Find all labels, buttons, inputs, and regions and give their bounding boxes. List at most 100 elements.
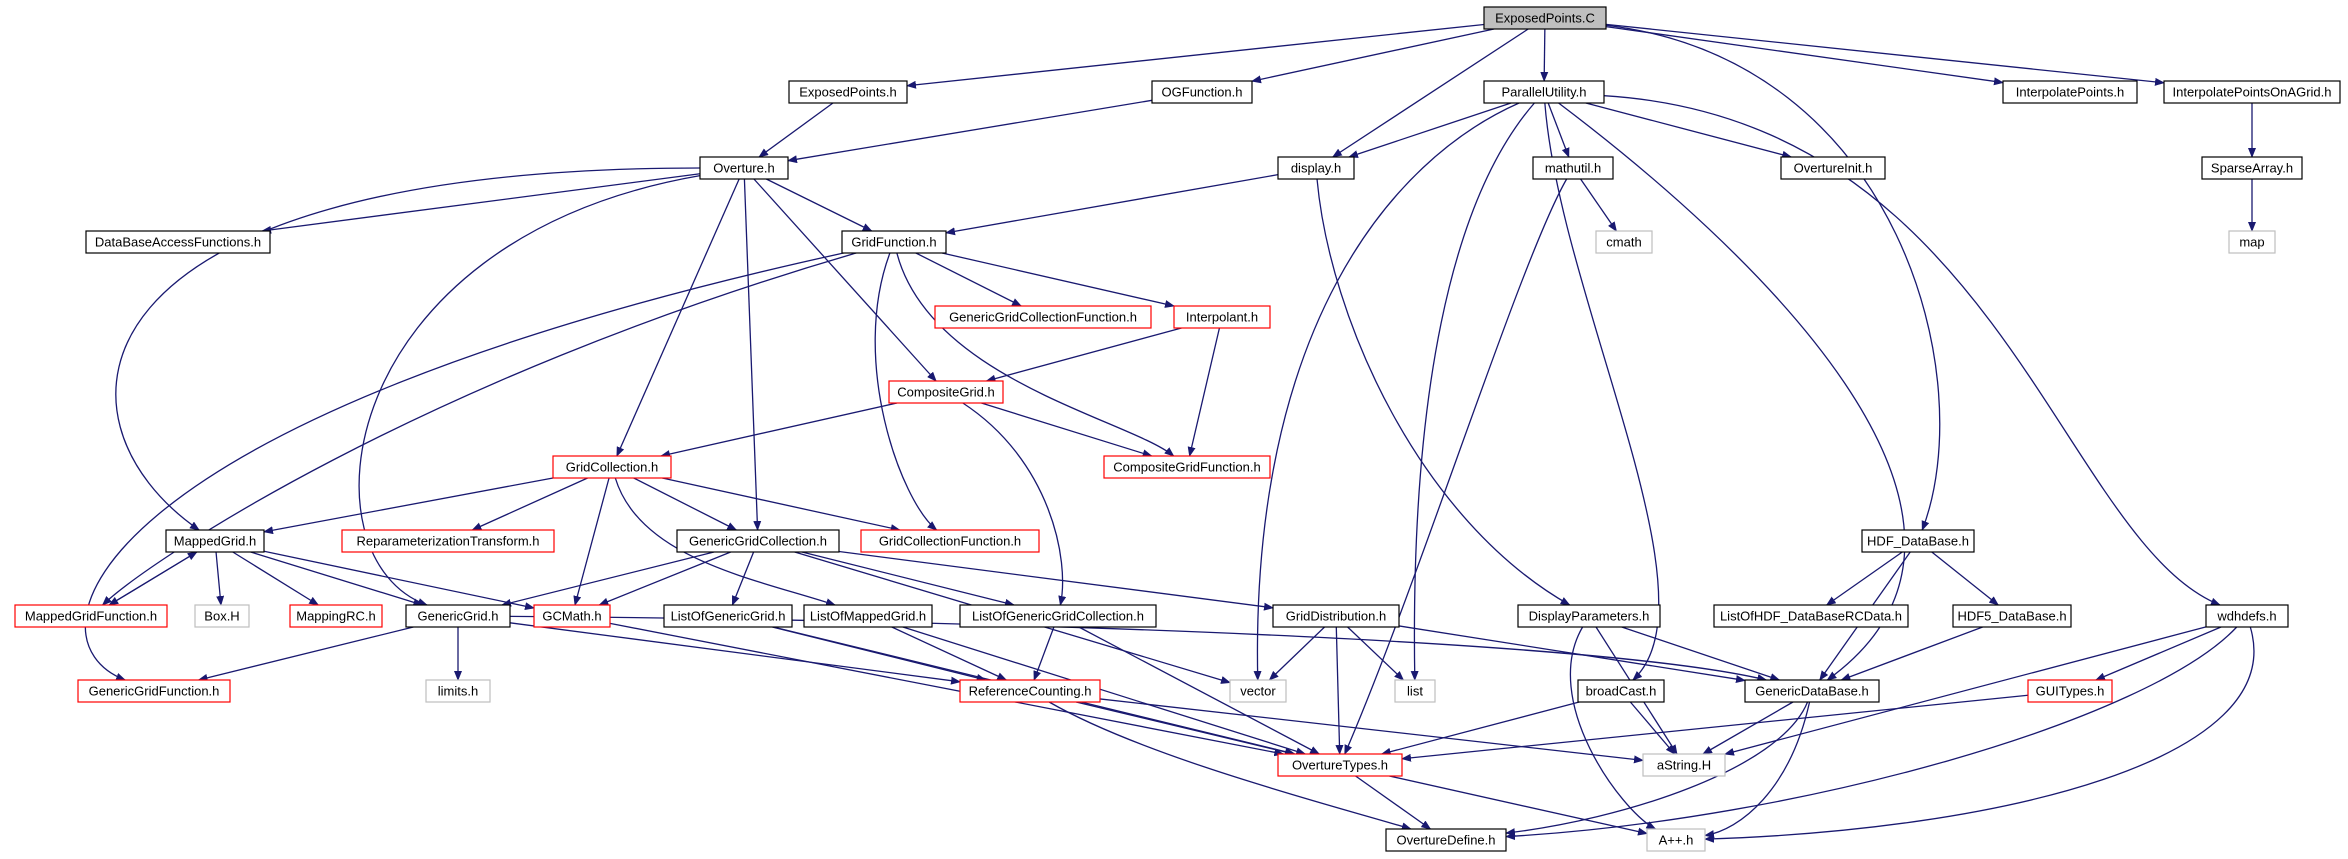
node-box [552, 455, 672, 479]
node-label: ParallelUtility.h [1501, 85, 1586, 100]
node-databaseaccessfunctions-h[interactable]: DataBaseAccessFunctions.h [85, 230, 271, 254]
node-displayparameters-h[interactable]: DisplayParameters.h [1517, 604, 1661, 628]
node-box [14, 604, 168, 628]
edge-wdhdefs-h-to-overturedefine-h [1505, 626, 2238, 841]
node-listofgenericgrid-h[interactable]: ListOfGenericGrid.h [663, 604, 793, 628]
node-map[interactable]: map [2228, 230, 2276, 254]
node-guitypes-h[interactable]: GUITypes.h [2027, 679, 2113, 703]
node-box [934, 305, 1152, 329]
node-listofgenericgridcollection-h[interactable]: ListOfGenericGridCollection.h [959, 604, 1157, 628]
node-mathutil-h[interactable]: mathutil.h [1532, 156, 1614, 180]
edge-gridcollection-h-to-listofmappedgrid-h [614, 477, 836, 606]
node-exposedpoints-c[interactable]: ExposedPoints.C [1483, 6, 1607, 30]
node-cmath[interactable]: cmath [1595, 230, 1653, 254]
node-list[interactable]: list [1394, 679, 1436, 703]
node-gcmath-h[interactable]: GCMath.h [533, 604, 611, 628]
edge-parallelutility-h-to-overtureinit-h [1585, 102, 1793, 159]
edge-parallelutility-h-to-broadcast-h [1544, 102, 1660, 681]
node-overtureinit-h[interactable]: OvertureInit.h [1780, 156, 1886, 180]
edge-wdhdefs-h-to-astring-h [1724, 626, 2207, 756]
node-genericgrid-h[interactable]: GenericGrid.h [405, 604, 511, 628]
node-compositegridfunction-h[interactable]: CompositeGridFunction.h [1103, 455, 1271, 479]
node-genericdatabase-h[interactable]: GenericDataBase.h [1744, 679, 1880, 703]
node-box [533, 604, 611, 628]
node-label: limits.h [438, 684, 478, 699]
edge-gridcollection-h-to-reparameterizationtransform-h [471, 477, 588, 531]
node-label: A++.h [1659, 833, 1694, 848]
node-box [1277, 753, 1403, 777]
edge-listofgenericgridcollection-h-to-overturetypes-h [1078, 626, 1321, 755]
node-label: ListOfGenericGrid.h [671, 609, 786, 624]
edge-genericgridcollection-h-to-listofgenericgrid-h [731, 551, 755, 606]
node-display-h[interactable]: display.h [1277, 156, 1355, 180]
node-box-h[interactable]: Box.H [194, 604, 250, 628]
node-sparsearray-h[interactable]: SparseArray.h [2201, 156, 2303, 180]
node-reparameterizationtransform-h[interactable]: ReparameterizationTransform.h [341, 529, 555, 553]
edge-mathutil-h-to-overturetypes-h [1344, 178, 1568, 755]
edge-mappedgrid-h-to-gcmath-h [263, 550, 535, 611]
node-box [2163, 80, 2341, 104]
node-gridcollectionfunction-h[interactable]: GridCollectionFunction.h [860, 529, 1040, 553]
node-listofmappedgrid-h[interactable]: ListOfMappedGrid.h [803, 604, 933, 628]
edge-interpolant-h-to-compositegridfunction-h [1187, 327, 1221, 457]
node-astring-h[interactable]: aString.H [1642, 753, 1726, 777]
node-box [959, 679, 1101, 703]
node-mappedgridfunction-h[interactable]: MappedGridFunction.h [14, 604, 168, 628]
node-label: display.h [1291, 161, 1341, 176]
node-box [1272, 604, 1400, 628]
node-overture-h[interactable]: Overture.h [699, 156, 789, 180]
node-mappedgrid-h[interactable]: MappedGrid.h [165, 529, 265, 553]
node-broadcast-h[interactable]: broadCast.h [1577, 679, 1665, 703]
node-referencecounting-h[interactable]: ReferenceCounting.h [959, 679, 1101, 703]
node-box [77, 679, 231, 703]
node-hdf-database-h[interactable]: HDF_DataBase.h [1861, 529, 1975, 553]
node-app-h[interactable]: A++.h [1646, 828, 1706, 852]
node-box [85, 230, 271, 254]
node-label: mathutil.h [1545, 161, 1601, 176]
edge-mappedgridfunction-h-to-mappedgrid-h [108, 551, 198, 606]
edge-broadcast-h-to-astring-h [1629, 701, 1676, 755]
node-overturetypes-h[interactable]: OvertureTypes.h [1277, 753, 1403, 777]
node-box [1483, 80, 1605, 104]
node-interpolatepoints-h[interactable]: InterpolatePoints.h [2002, 80, 2138, 104]
edge-exposedpoints-c-to-interpolatepointsonagrid-h [1605, 23, 2165, 86]
node-ogfunction-h[interactable]: OGFunction.h [1151, 80, 1253, 104]
node-compositegrid-h[interactable]: CompositeGrid.h [888, 380, 1004, 404]
node-mappingrc-h[interactable]: MappingRC.h [289, 604, 383, 628]
node-hdf5-database-h[interactable]: HDF5_DataBase.h [1952, 604, 2072, 628]
edge-exposedpoints-c-to-parallelutility-h [1540, 28, 1549, 82]
node-exposedpoints-h[interactable]: ExposedPoints.h [788, 80, 908, 104]
node-limits-h[interactable]: limits.h [425, 679, 491, 703]
node-gridcollection-h[interactable]: GridCollection.h [552, 455, 672, 479]
edge-overturetypes-h-to-app-h [1389, 775, 1648, 836]
node-parallelutility-h[interactable]: ParallelUtility.h [1483, 80, 1605, 104]
node-griddistribution-h[interactable]: GridDistribution.h [1272, 604, 1400, 628]
node-box [2228, 230, 2276, 254]
node-box [289, 604, 383, 628]
edge-display-h-to-displayparameters-h [1316, 178, 1571, 606]
node-vector[interactable]: vector [1229, 679, 1287, 703]
node-overturedefine-h[interactable]: OvertureDefine.h [1385, 828, 1507, 852]
node-label: DataBaseAccessFunctions.h [95, 235, 261, 250]
node-wdhdefs-h[interactable]: wdhdefs.h [2205, 604, 2289, 628]
edge-griddistribution-h-to-vector [1268, 626, 1326, 681]
node-interpolant-h[interactable]: Interpolant.h [1173, 305, 1271, 329]
node-box [341, 529, 555, 553]
node-genericgridcollectionfunction-h[interactable]: GenericGridCollectionFunction.h [934, 305, 1152, 329]
edge-overture-h-to-gridcollection-h [616, 178, 740, 457]
node-genericgridfunction-h[interactable]: GenericGridFunction.h [77, 679, 231, 703]
edge-overture-h-to-genericgridcollection-h [743, 178, 762, 531]
node-box [803, 604, 933, 628]
node-box [1394, 679, 1436, 703]
edge-overture-h-to-databaseaccessfunctions-h [261, 173, 701, 234]
edge-mathutil-h-to-cmath [1580, 178, 1617, 232]
edge-gcmath-h-to-overturetypes-h [609, 622, 1285, 757]
edge-exposedpoints-c-to-interpolatepoints-h [1605, 25, 2004, 86]
node-gridfunction-h[interactable]: GridFunction.h [841, 230, 947, 254]
node-listofhdf-database-h[interactable]: ListOfHDF_DataBaseRCData.h [1713, 604, 1909, 628]
edge-gridfunction-h-to-interpolant-h [941, 252, 1175, 308]
node-genericgridcollection-h[interactable]: GenericGridCollection.h [676, 529, 840, 553]
node-box [1577, 679, 1665, 703]
node-interpolatepointsonagrid-h[interactable]: InterpolatePointsOnAGrid.h [2163, 80, 2341, 104]
edge-gridcollection-h-to-mappedgrid-h [263, 477, 554, 535]
